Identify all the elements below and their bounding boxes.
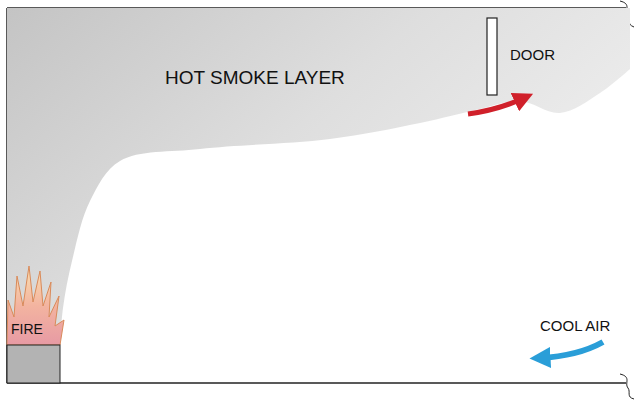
node-label: HOT SMOKE LAYER xyxy=(165,68,345,87)
fire: FIRE xyxy=(7,262,65,383)
node-label: DOOR xyxy=(510,47,555,62)
flames xyxy=(7,266,64,345)
fuel-block xyxy=(7,345,60,383)
door: DOOR xyxy=(485,17,565,97)
smoke-outflow-arrow xyxy=(468,98,524,114)
smoke-fill xyxy=(7,8,630,346)
cool-air-arrow xyxy=(540,342,603,358)
door-panel xyxy=(487,18,497,95)
node-label: FIRE xyxy=(11,322,43,336)
flow-label: COOL AIR xyxy=(540,318,610,333)
break-mark xyxy=(620,374,634,399)
floor-line xyxy=(7,382,626,384)
